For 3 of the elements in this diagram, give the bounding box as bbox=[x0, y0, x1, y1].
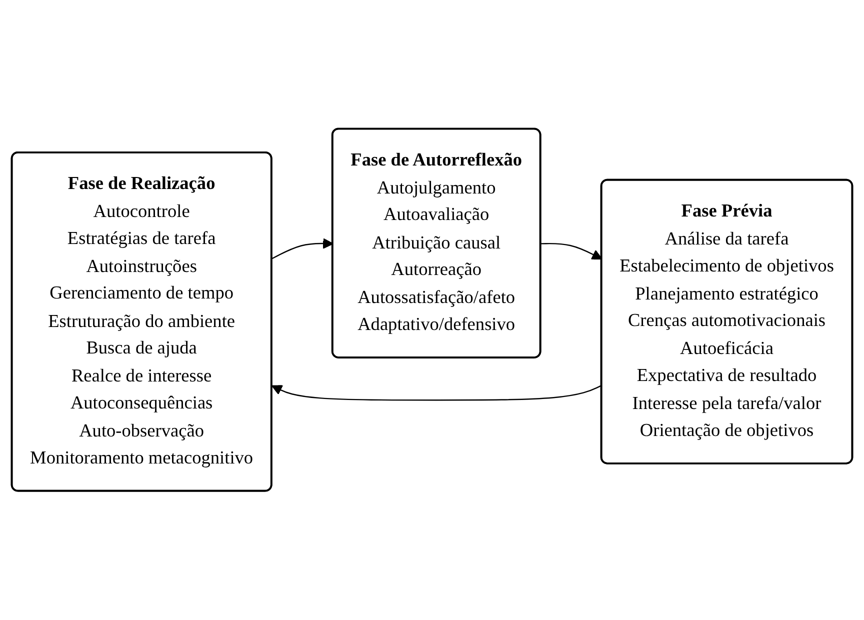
arrow bbox=[272, 385, 602, 401]
arrow bbox=[272, 238, 334, 260]
arrow bbox=[540, 243, 602, 260]
